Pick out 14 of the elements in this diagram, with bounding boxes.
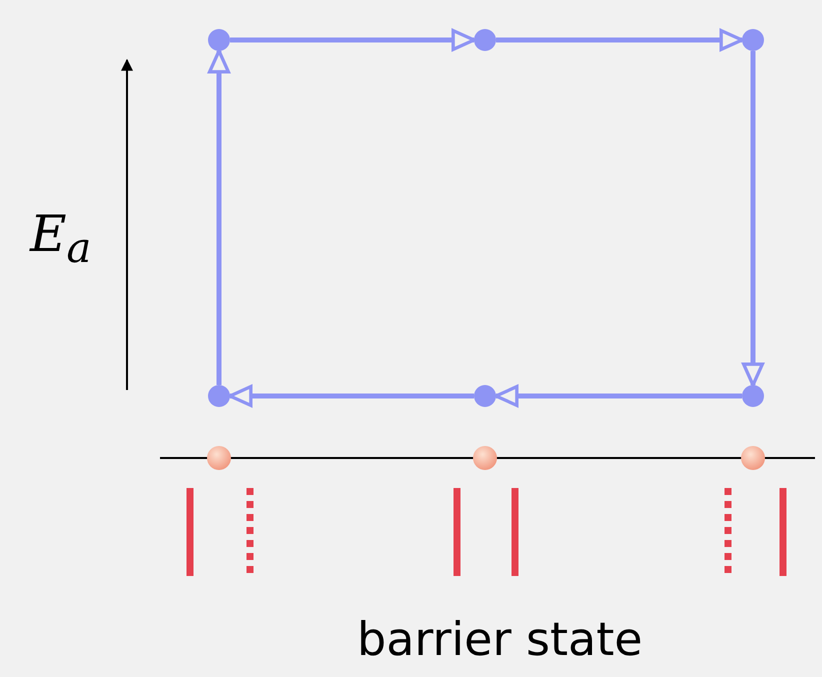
state-dot <box>208 29 230 51</box>
arrow <box>230 28 476 52</box>
state-dot <box>208 385 230 407</box>
arrow <box>208 49 230 385</box>
arrow <box>228 384 474 408</box>
axis-title: barrier state <box>357 612 643 666</box>
arrow <box>742 51 764 387</box>
state-dot <box>742 29 764 51</box>
state-dot <box>474 385 496 407</box>
state-dot <box>742 385 764 407</box>
axis-label: E$_{a}$ <box>30 205 92 272</box>
arrow <box>496 28 744 52</box>
state-dot <box>474 29 496 51</box>
arrow <box>494 384 742 408</box>
